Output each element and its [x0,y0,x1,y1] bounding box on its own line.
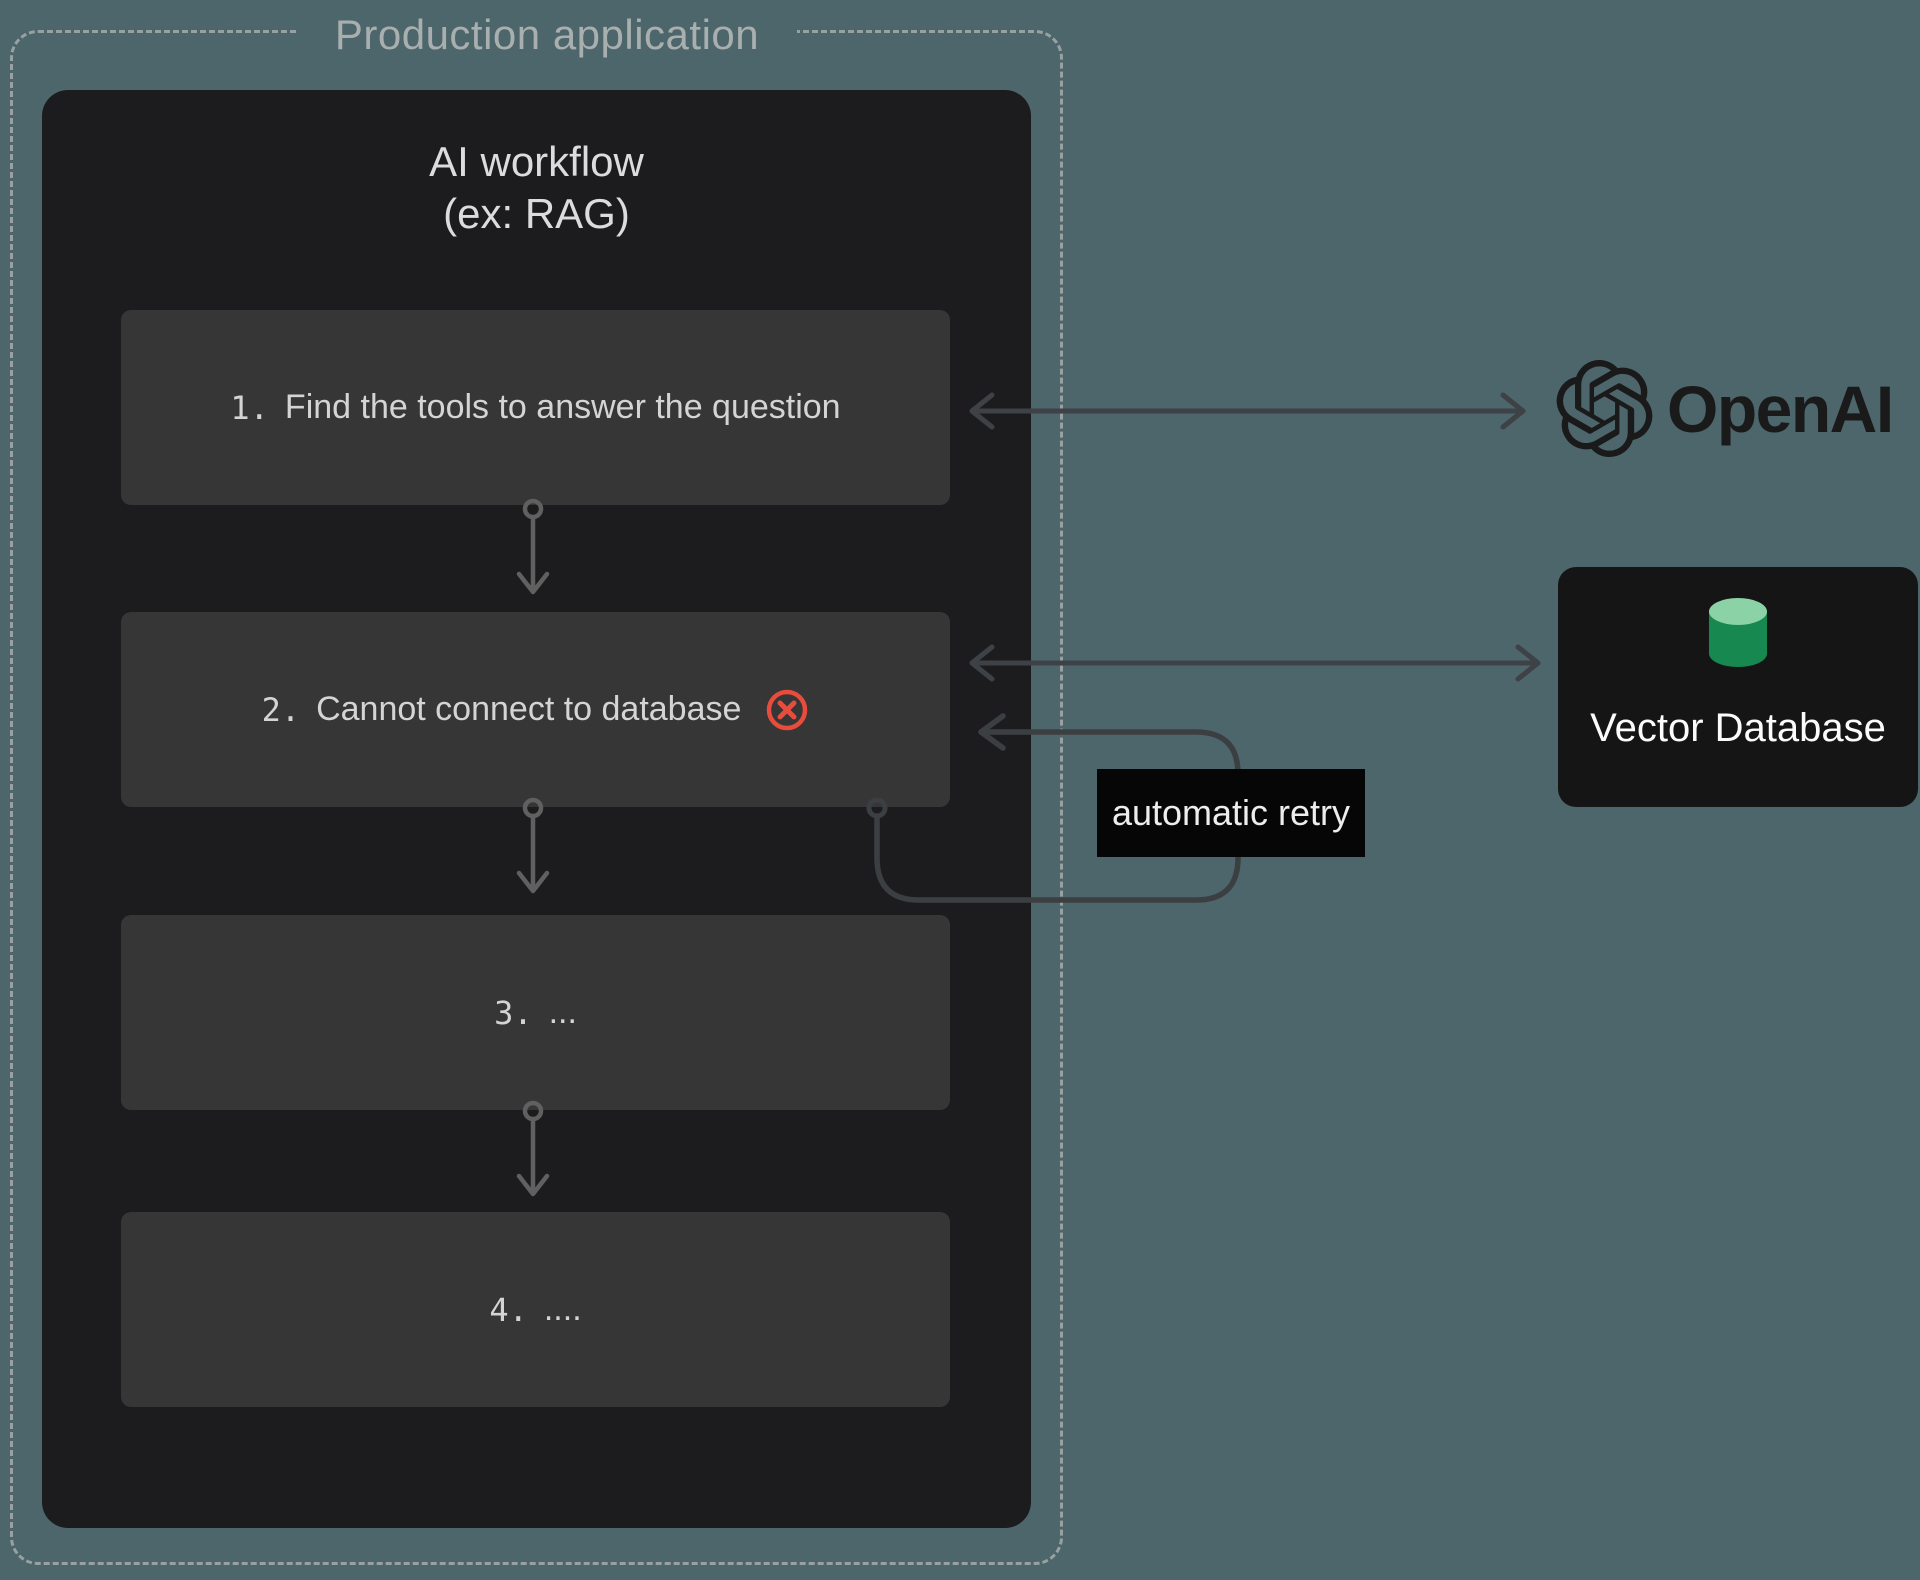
workflow-step-2: 2. Cannot connect to database [121,612,950,807]
arrow-step2-to-step3-icon [516,797,550,894]
workflow-step-4: 4. .... [121,1212,950,1407]
vector-database-label: Vector Database [1590,706,1886,750]
openai-logo: OpenAI [1556,360,1894,457]
retry-loop-arrow-icon [866,713,1241,903]
automatic-retry-label: automatic retry [1097,769,1365,857]
automatic-retry-text: automatic retry [1111,792,1351,833]
step-2-label: Cannot connect to database [316,690,742,728]
workflow-title-line2: (ex: RAG) [443,190,630,237]
step-4-label: .... [543,1290,582,1328]
production-application-label: Production application [297,9,797,61]
database-cylinder-icon [1709,598,1767,668]
arrow-step3-to-step4-icon [516,1100,550,1197]
vector-database-card: Vector Database [1558,567,1918,807]
workflow-title: AI workflow (ex: RAG) [42,136,1031,240]
step-3-number: 3. [494,993,533,1032]
step-2-number: 2. [261,690,301,729]
step-3-label: ... [548,993,577,1031]
arrow-step2-vectordb-icon [969,644,1541,682]
workflow-step-1: 1. Find the tools to answer the question [121,310,950,505]
workflow-title-line1: AI workflow [429,138,644,185]
error-cross-icon [767,689,808,730]
arrow-step1-to-step2-icon [516,498,550,595]
ai-workflow-panel: AI workflow (ex: RAG) 1. Find the tools … [42,90,1031,1528]
step-1-number: 1. [230,388,269,427]
arrow-step1-openai-icon [969,392,1526,430]
openai-mark-icon [1556,360,1653,457]
workflow-step-3: 3. ... [121,915,950,1110]
step-1-label: Find the tools to answer the question [284,388,841,426]
step-4-number: 4. [489,1290,528,1329]
openai-wordmark: OpenAI [1667,371,1894,446]
